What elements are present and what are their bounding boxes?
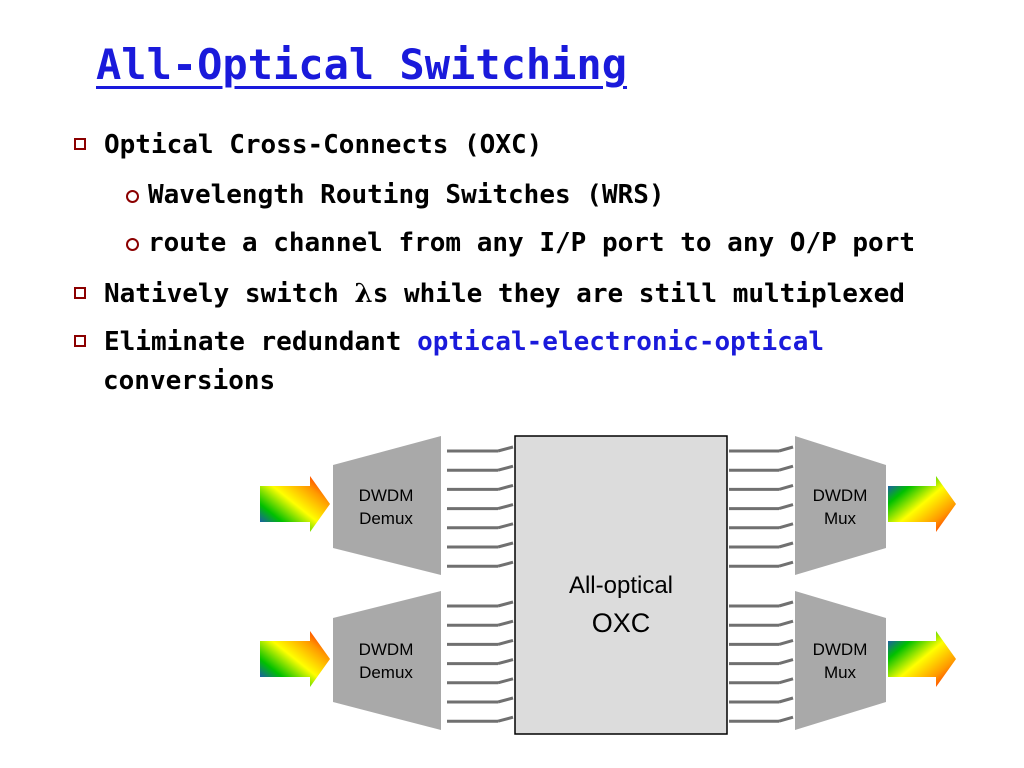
subbullet-wrs-text: Wavelength Routing Switches (WRS): [148, 180, 665, 210]
fiber-out-bend-0-6: [778, 560, 794, 568]
bullet-eliminate-continuation: conversions: [103, 366, 276, 396]
fiber-in-bend-1-5: [497, 696, 514, 704]
bullet-natively: Natively switch λs while they are still …: [74, 279, 905, 309]
input-arrow-bottom: [260, 631, 330, 687]
output-arrow-top: [888, 476, 956, 532]
bullet-oxc: Optical Cross-Connects (OXC): [74, 130, 542, 160]
fiber-out-bend-0-4: [778, 522, 794, 530]
oxc-label-1: All-optical: [569, 572, 673, 599]
mux-top-label-2: Mux: [824, 509, 857, 528]
fiber-out-bend-0-3: [778, 503, 794, 511]
fiber-in-bend-1-4: [497, 677, 514, 685]
bullet-natively-pre: Natively switch: [104, 279, 355, 309]
fiber-in-bend-1-2: [497, 638, 514, 646]
square-bullet-icon: [74, 287, 86, 299]
fiber-in-bend-0-3: [497, 503, 514, 511]
demux-bottom-label-1: DWDM: [359, 640, 414, 659]
oxc-box: [514, 435, 728, 735]
fiber-in-bend-0-0: [497, 445, 514, 453]
fiber-in-bend-0-6: [497, 560, 514, 568]
demux-top-shape: [333, 436, 441, 575]
fiber-out-bend-1-3: [778, 658, 794, 666]
bullet-eliminate: Eliminate redundant optical-electronic-o…: [74, 327, 824, 357]
fiber-out-bend-0-1: [778, 464, 794, 472]
fiber-lines: [447, 445, 794, 723]
bullet-natively-post: s while they are still multiplexed: [372, 279, 905, 309]
fiber-in-bend-1-0: [497, 600, 514, 608]
mux-top-label-1: DWDM: [813, 486, 868, 505]
fiber-out-bend-1-6: [778, 715, 794, 723]
fiber-in-bend-0-1: [497, 464, 514, 472]
mux-bottom-label-1: DWDM: [813, 640, 868, 659]
fiber-out-bend-1-1: [778, 619, 794, 627]
mux-bottom-label-2: Mux: [824, 663, 857, 682]
mux-bottom-shape: [795, 591, 886, 730]
output-arrow-bottom: [888, 631, 956, 687]
fiber-in-bend-0-5: [497, 541, 514, 549]
oxc-label-2: OXC: [592, 608, 651, 638]
fiber-out-bend-1-0: [778, 600, 794, 608]
subbullet-route: route a channel from any I/P port to any…: [126, 228, 915, 258]
circle-bullet-icon: [126, 238, 139, 251]
lambda-symbol: λ: [354, 279, 373, 309]
subbullet-route-text: route a channel from any I/P port to any…: [148, 228, 916, 258]
fiber-in-bend-1-3: [497, 658, 514, 666]
input-arrow-top: [260, 476, 330, 532]
bullet-oxc-text: Optical Cross-Connects (OXC): [104, 130, 543, 160]
fiber-out-bend-1-5: [778, 696, 794, 704]
fiber-out-bend-0-0: [778, 445, 794, 453]
mux-top-shape: [795, 436, 886, 575]
bullet-eliminate-accent: optical-electronic-optical: [417, 327, 825, 357]
fiber-out-bend-0-5: [778, 541, 794, 549]
fiber-out-bend-1-4: [778, 677, 794, 685]
fiber-out-bend-1-2: [778, 638, 794, 646]
square-bullet-icon: [74, 335, 86, 347]
bullet-eliminate-pre: Eliminate redundant: [104, 327, 418, 357]
demux-top-label-2: Demux: [359, 509, 413, 528]
subbullet-wrs: Wavelength Routing Switches (WRS): [126, 180, 665, 210]
demux-bottom-shape: [333, 591, 441, 730]
circle-bullet-icon: [126, 190, 139, 203]
fiber-out-bend-0-2: [778, 483, 794, 491]
fiber-in-bend-1-1: [497, 619, 514, 627]
demux-bottom-label-2: Demux: [359, 663, 413, 682]
slide-title: All-Optical Switching: [96, 40, 628, 89]
fiber-in-bend-0-4: [497, 522, 514, 530]
demux-top-label-1: DWDM: [359, 486, 414, 505]
square-bullet-icon: [74, 138, 86, 150]
fiber-in-bend-1-6: [497, 715, 514, 723]
fiber-in-bend-0-2: [497, 483, 514, 491]
